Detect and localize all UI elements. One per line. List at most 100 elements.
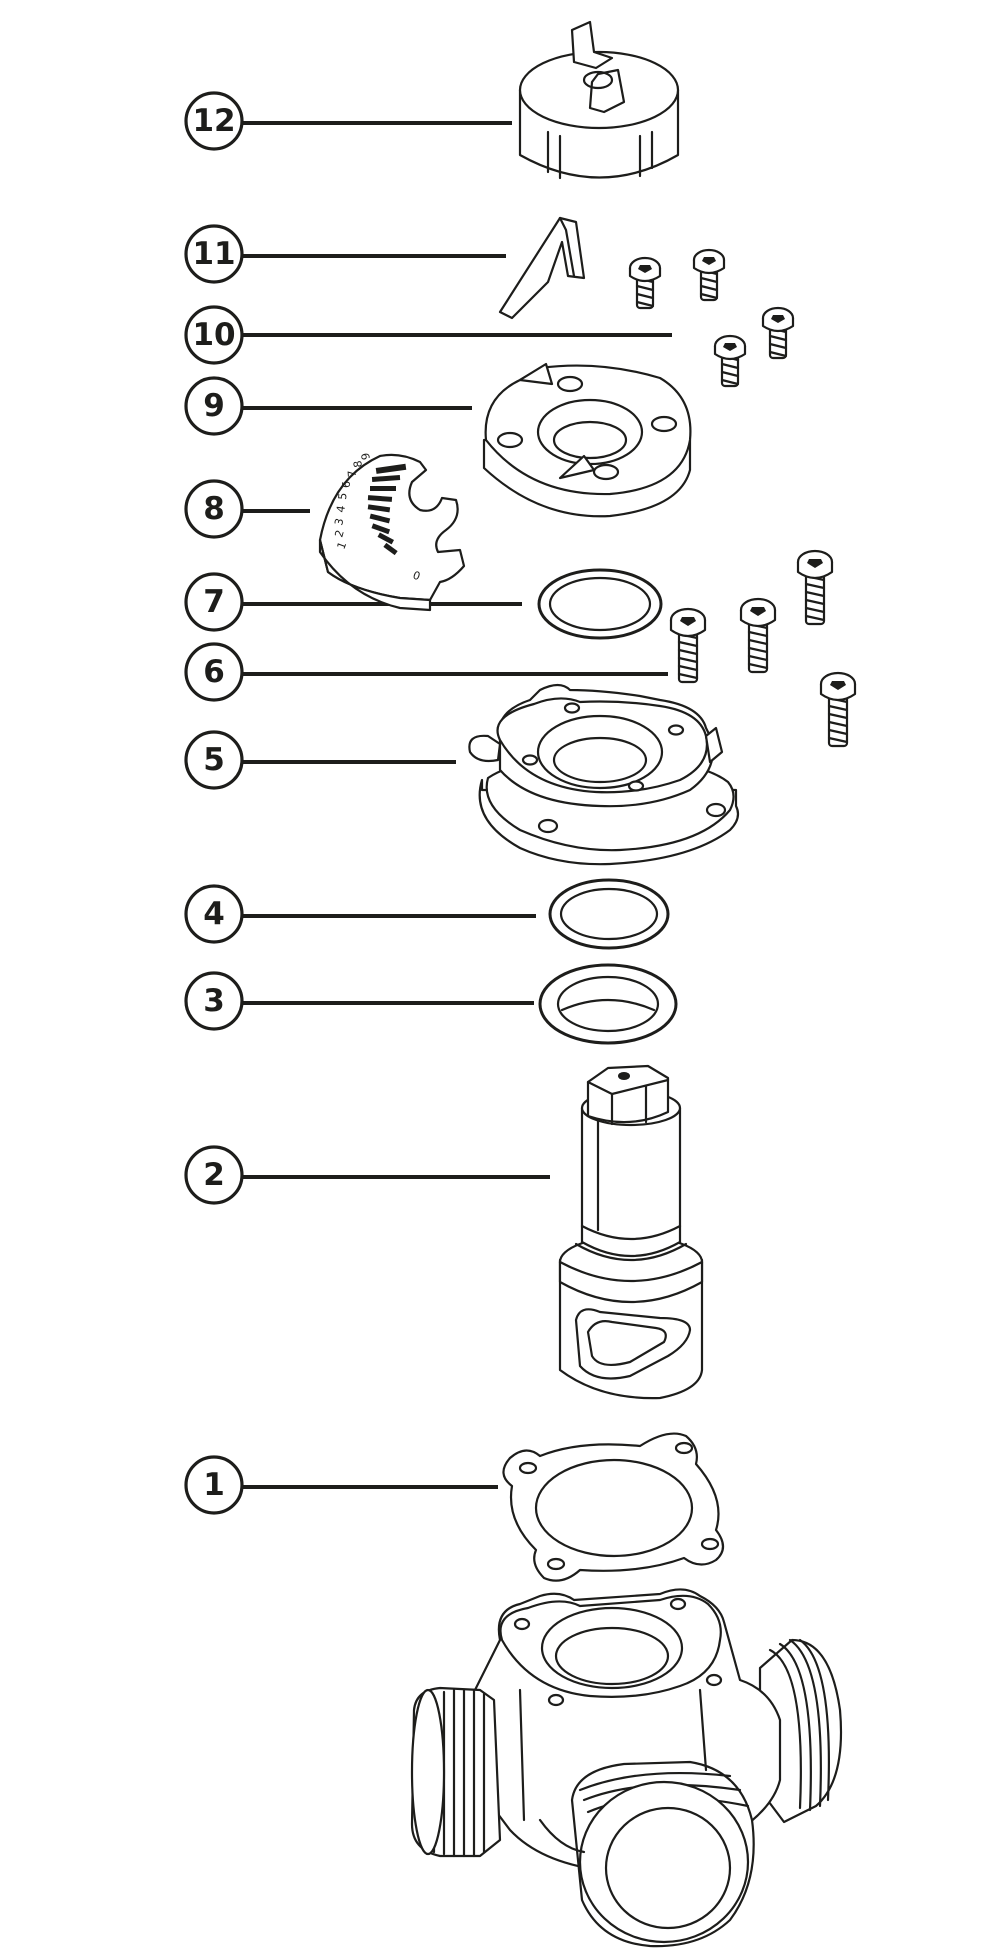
bonnet-bore-inner — [552, 736, 648, 784]
valve-flange-hole — [513, 1617, 531, 1631]
valve-body — [410, 1588, 843, 1948]
callout-7: 7 — [184, 572, 244, 632]
callout-8: 8 — [184, 479, 244, 539]
valve-flange-hole — [669, 1597, 687, 1611]
pointer-body — [498, 216, 586, 320]
valve-right-threads — [768, 1638, 830, 1812]
gasket-bore — [534, 1458, 694, 1558]
callout-circle — [184, 479, 244, 539]
valve-front-port-face — [578, 1780, 750, 1944]
callout-label: 6 — [203, 654, 225, 690]
flange-tab-upper — [518, 362, 554, 386]
callout-9: 9 — [184, 376, 244, 436]
valve-top-bore-inner — [554, 1626, 670, 1686]
callout-circle — [184, 884, 244, 944]
part-4-ring — [548, 878, 670, 950]
part-10-screws — [628, 248, 795, 388]
spindle-hex-edges — [586, 1078, 670, 1126]
bonnet-hole — [667, 724, 685, 736]
bonnet-hole — [627, 780, 645, 792]
callout-1: 1 — [184, 1455, 244, 1515]
scale-digit: 4 — [334, 505, 348, 514]
flange-hole — [556, 375, 584, 393]
bonnet-hole — [521, 754, 539, 766]
bonnet-hole — [563, 702, 581, 714]
part-1-gasket — [502, 1432, 725, 1582]
callout-label: 3 — [203, 983, 225, 1019]
gasket-hole — [674, 1441, 694, 1455]
ring-inner — [559, 887, 659, 941]
spindle-shaft-ring — [574, 1224, 688, 1262]
spindle-window — [574, 1308, 692, 1380]
callout-circle — [184, 376, 244, 436]
spindle-shaft — [580, 1106, 682, 1257]
part-12-knob-cap — [518, 20, 680, 180]
screw — [819, 671, 857, 748]
bonnet-ear-hole — [705, 802, 727, 818]
callout-4: 4 — [184, 884, 244, 944]
callout-circle — [184, 1145, 244, 1205]
gasket-hole — [518, 1461, 538, 1475]
scale-ticks — [367, 463, 407, 556]
knob-slot — [546, 130, 654, 180]
spindle-hex — [586, 1064, 670, 1124]
callout-label: 9 — [203, 388, 225, 424]
gasket-hole — [700, 1537, 720, 1551]
o-ring-outer — [537, 568, 663, 640]
washer-outer — [538, 963, 678, 1045]
callout-label: 1 — [203, 1467, 225, 1503]
callout-label: 5 — [203, 742, 225, 778]
valve-top-bore — [540, 1606, 684, 1690]
callout-circle — [184, 1455, 244, 1515]
callout-circle — [184, 305, 244, 365]
part-11-pointer-bracket — [498, 216, 586, 320]
callout-3: 3 — [184, 971, 244, 1031]
valve-body-contours — [518, 1688, 708, 1854]
scale-digit: 8 — [351, 460, 365, 469]
flange-hole — [496, 431, 524, 449]
screw — [628, 256, 662, 310]
callout-circle — [184, 224, 244, 284]
callout-label: 2 — [203, 1157, 225, 1193]
part-8-scale-plate: 1 2 3 4 5 6 7 8 9 0 — [318, 452, 466, 612]
knob-wing-upper — [570, 20, 614, 70]
knob-wing-lower — [588, 68, 626, 114]
scale-plate-body — [318, 453, 466, 602]
part-3-washer — [538, 963, 678, 1045]
flange-hole — [650, 415, 678, 433]
valve-flange-hole — [547, 1693, 565, 1707]
callout-label: 10 — [192, 317, 235, 353]
callout-label: 8 — [203, 491, 225, 527]
scale-digit: 6 — [340, 481, 353, 488]
screw — [669, 607, 707, 684]
callout-label: 4 — [203, 896, 225, 932]
screw — [692, 248, 726, 302]
scale-zero: 0 — [411, 569, 422, 584]
bonnet-bore — [536, 714, 664, 790]
screw — [796, 549, 834, 626]
flange-hole — [592, 463, 620, 481]
gasket-hole — [546, 1557, 566, 1571]
o-ring-inner — [548, 576, 652, 632]
spindle-hole — [618, 1072, 630, 1080]
part-9-top-flange — [482, 362, 692, 518]
scale-digit: 7 — [346, 470, 359, 478]
bonnet-lug-right — [704, 726, 724, 764]
part-6-screws — [669, 549, 857, 748]
scale-digit: 9 — [359, 452, 373, 462]
callout-circle — [184, 91, 244, 151]
part-2-spindle — [558, 1064, 704, 1400]
scale-plate-edge — [318, 538, 432, 612]
callout-5: 5 — [184, 730, 244, 790]
callout-10: 10 — [184, 305, 244, 365]
callout-circle — [184, 730, 244, 790]
spindle-collar-band — [558, 1260, 704, 1303]
screw — [761, 306, 795, 360]
knob-hub — [582, 70, 614, 90]
callout-label: 7 — [203, 584, 225, 620]
scale-digit: 5 — [336, 492, 349, 500]
valve-left-port-face — [410, 1688, 446, 1856]
scale-digit: 1 — [335, 540, 350, 551]
callout-12: 12 — [184, 91, 244, 151]
flange-bore-inner — [552, 420, 628, 460]
